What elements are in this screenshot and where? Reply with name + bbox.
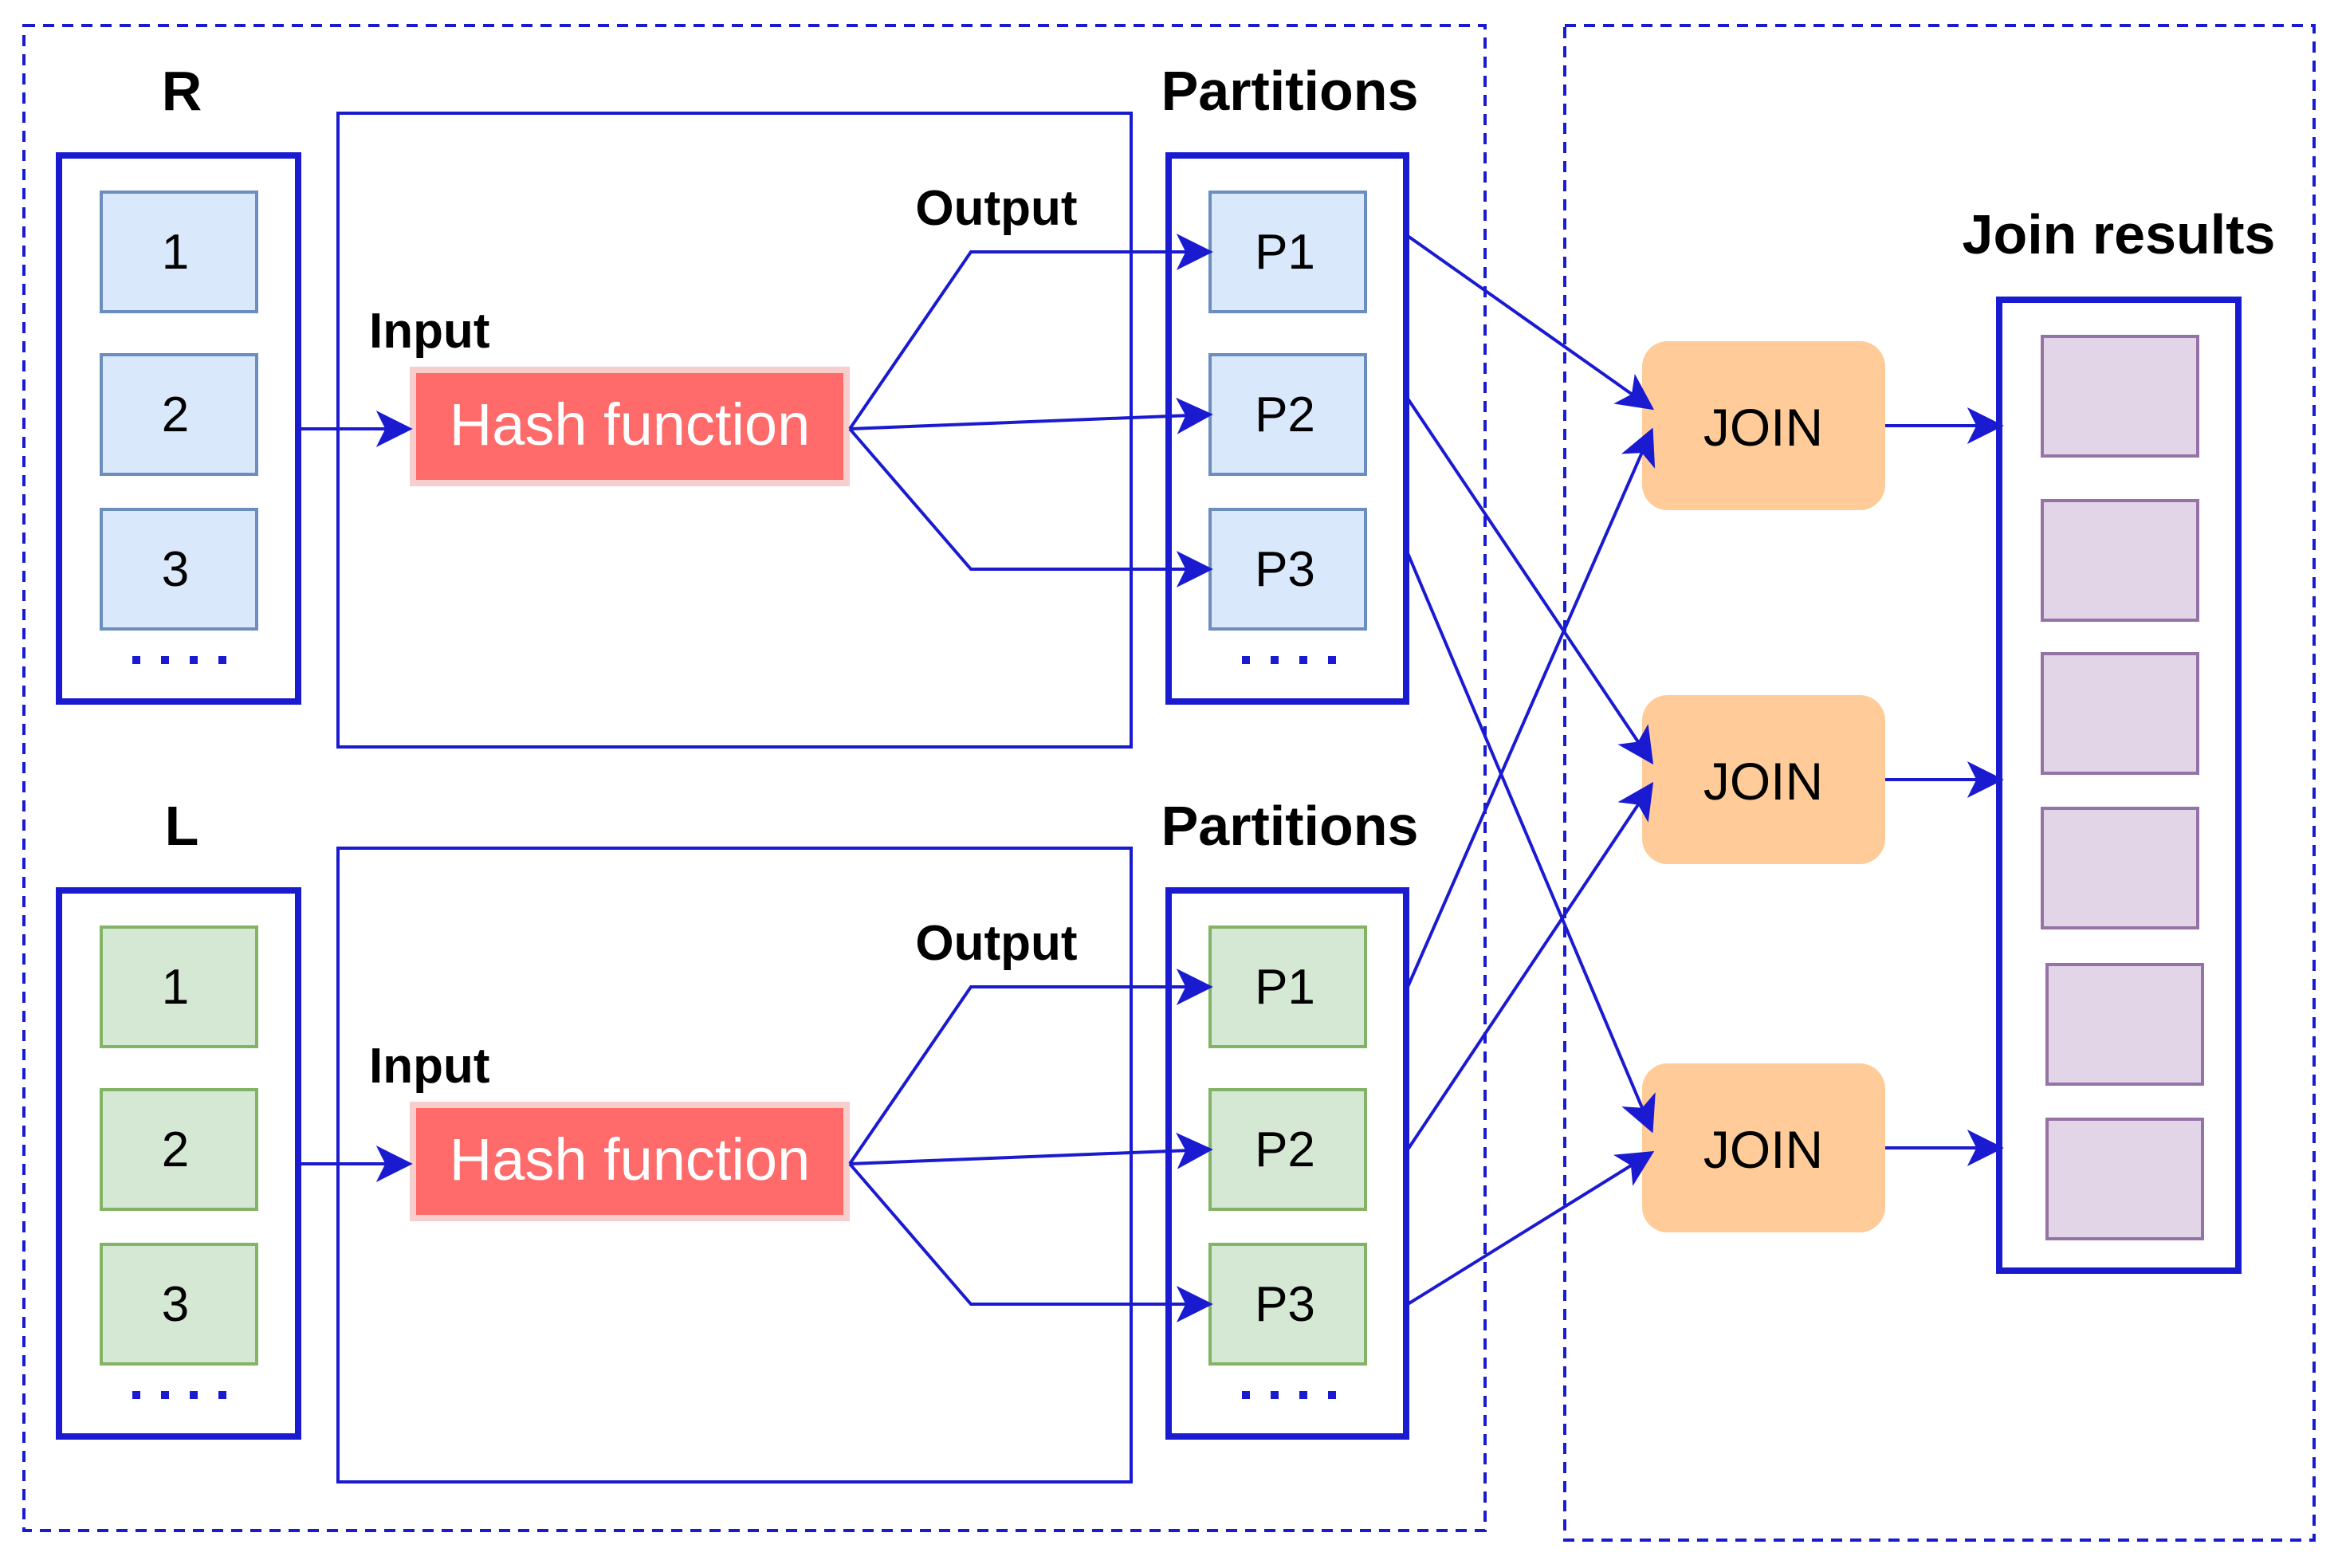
relation-ellipsis: .... xyxy=(132,1391,226,1399)
join-label: JOIN xyxy=(1703,1120,1823,1179)
partition-label: P1 xyxy=(1255,225,1315,280)
relation-title: R xyxy=(162,60,202,122)
join-result-row xyxy=(2045,963,2204,1086)
relation-row xyxy=(100,1088,258,1211)
join-result-row xyxy=(2045,1118,2204,1240)
join-label: JOIN xyxy=(1703,398,1823,457)
relation-row-label: 3 xyxy=(162,1277,189,1332)
relation-row xyxy=(100,1243,258,1366)
partition-label: P1 xyxy=(1255,960,1315,1015)
partitions-table xyxy=(1165,887,1409,1440)
join-operator xyxy=(1642,695,1885,864)
hash-function-box xyxy=(416,1108,843,1215)
join-result-row xyxy=(2041,652,2199,775)
join-result-row xyxy=(2041,807,2199,929)
input-label: Input xyxy=(369,1039,490,1094)
partition-label: P2 xyxy=(1255,1122,1315,1177)
input-label: Input xyxy=(369,304,490,359)
relation-row-label: 1 xyxy=(162,225,189,280)
output-label: Output xyxy=(915,181,1077,236)
partitions-title: Partitions xyxy=(1161,60,1419,122)
partitions-ellipsis: .... xyxy=(1242,1391,1336,1399)
partitions-title: Partitions xyxy=(1161,795,1419,857)
join-result-row xyxy=(2041,499,2199,622)
partition-cell xyxy=(1208,1088,1367,1211)
partition-label: P2 xyxy=(1255,387,1315,442)
join-operator xyxy=(1642,1063,1885,1232)
partition-cell xyxy=(1208,1243,1367,1366)
hash-output-arrow xyxy=(848,1162,1213,1322)
relation-row-label: 1 xyxy=(162,960,189,1015)
partition-label: P3 xyxy=(1255,1277,1315,1332)
partition-to-join-arrow xyxy=(1406,552,1656,1134)
relation-row xyxy=(100,508,258,631)
partition-cell xyxy=(1208,191,1367,313)
hash-output-arrow xyxy=(848,427,1213,588)
hash-function-box xyxy=(416,373,843,480)
output-label: Output xyxy=(915,916,1077,971)
relation-row-label: 2 xyxy=(162,387,189,442)
partition-cell xyxy=(1208,353,1367,476)
relation-ellipsis: .... xyxy=(132,656,226,664)
partition-cell xyxy=(1208,925,1367,1048)
partitions-table xyxy=(1165,152,1409,705)
partitions-ellipsis: .... xyxy=(1242,656,1336,664)
relation-row xyxy=(100,191,258,313)
hash-function-label: Hash function xyxy=(450,1126,811,1193)
join-result-row xyxy=(2041,335,2199,458)
hash-output-arrow xyxy=(848,969,1213,1165)
join-results-title: Join results xyxy=(1963,203,2276,265)
join-operator xyxy=(1642,341,1885,510)
partition-cell xyxy=(1208,508,1367,631)
partition-to-join-arrow xyxy=(1406,427,1656,988)
partition-label: P3 xyxy=(1255,542,1315,597)
join-label: JOIN xyxy=(1703,752,1823,811)
partition-to-join-arrow xyxy=(1406,781,1654,1151)
hash-output-arrow xyxy=(849,1132,1213,1169)
partition-phase-frame xyxy=(22,24,1487,1532)
partition-to-join-arrow xyxy=(1406,234,1655,411)
partition-to-join-arrow xyxy=(1406,1150,1655,1306)
hash-output-arrow xyxy=(848,234,1213,430)
relation-row-label: 3 xyxy=(162,542,189,597)
partition-to-join-arrow xyxy=(1406,397,1654,765)
join-results-table xyxy=(1996,297,2242,1274)
hash-function-label: Hash function xyxy=(450,391,811,458)
relation-title: L xyxy=(165,795,199,857)
relation-row-label: 2 xyxy=(162,1122,189,1177)
relation-row xyxy=(100,925,258,1048)
join-phase-frame xyxy=(1563,24,2316,1542)
relation-row xyxy=(100,353,258,476)
hash-output-arrow xyxy=(849,397,1213,434)
